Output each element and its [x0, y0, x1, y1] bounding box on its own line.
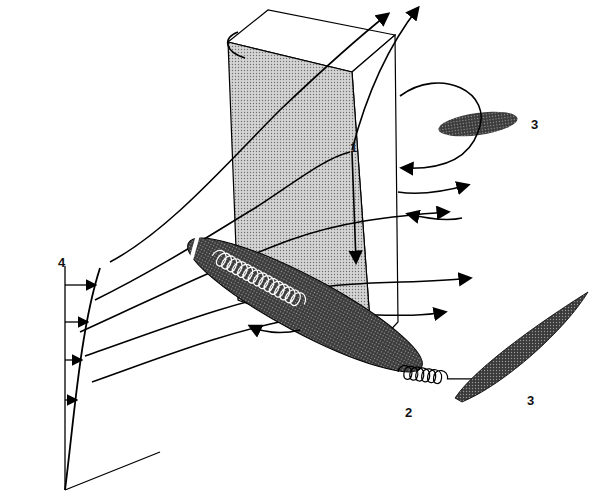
velocity-arrow — [65, 399, 76, 400]
downwash-streamline — [352, 152, 356, 262]
callout-number: 3 — [527, 394, 534, 407]
callout-number: 4 — [58, 256, 65, 269]
vortex-band — [185, 237, 203, 264]
callout-number: 2 — [405, 406, 412, 419]
callout-number: 1 — [350, 141, 357, 154]
vortex-coil — [209, 248, 308, 310]
streamline — [398, 185, 468, 193]
velocity-arrow — [65, 284, 95, 285]
wake-vortex — [455, 292, 588, 402]
profile-axis — [64, 266, 65, 490]
streamline — [408, 214, 462, 220]
vortex-rotation-arrow — [250, 326, 300, 333]
streamline — [228, 32, 245, 58]
velocity-arrow — [65, 359, 81, 360]
velocity-arrow — [65, 321, 87, 322]
profile-base — [65, 452, 160, 490]
streamline — [352, 8, 418, 150]
velocity-profile — [65, 268, 100, 490]
recirculation-streamline — [400, 83, 481, 168]
horseshoe-vortex — [175, 218, 434, 391]
wake-vortex — [437, 108, 519, 141]
callout-number: 3 — [531, 118, 538, 131]
